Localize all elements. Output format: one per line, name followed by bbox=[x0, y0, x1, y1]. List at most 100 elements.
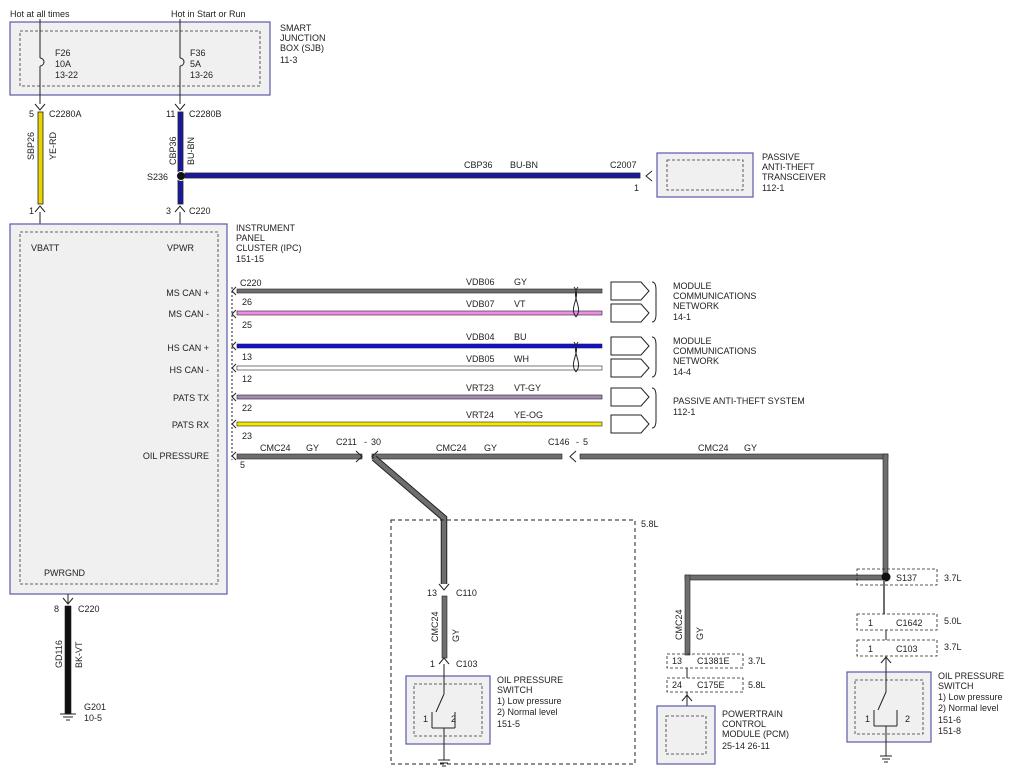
wire-right-link-1 bbox=[883, 580, 885, 614]
network-arrow-terminals bbox=[610, 281, 650, 434]
c103-right-box bbox=[856, 639, 938, 657]
sjb-title-line3: BOX (SJB) bbox=[280, 43, 324, 53]
c2280a-pin: 5 bbox=[29, 109, 34, 119]
wire-cbp36-vertical bbox=[177, 111, 184, 205]
ground-g201-ref: 10-5 bbox=[84, 713, 102, 723]
ipc-title-3: CLUSTER (IPC) bbox=[236, 243, 302, 253]
wire-cmc24-58-color: GY bbox=[451, 629, 461, 642]
ipc-pin-22: 22 bbox=[242, 403, 252, 413]
wire-vdb07-label: VDB07 bbox=[466, 299, 495, 309]
pcm-ref: 25-14 26-11 bbox=[722, 741, 770, 751]
fuse-f26-icon bbox=[39, 57, 45, 67]
c103-right-label: C103 bbox=[896, 644, 918, 654]
wire-sbp26-ye-rd bbox=[37, 111, 44, 205]
sjb-title-line2: JUNCTION bbox=[280, 33, 326, 43]
c2280a-connector-icon bbox=[34, 103, 46, 111]
c2007-pin: 1 bbox=[634, 183, 639, 193]
switch-37-note-2: 2) Normal level bbox=[938, 703, 999, 713]
wire-ye-rd-color: YE-RD bbox=[48, 131, 58, 160]
c110-label: C110 bbox=[456, 588, 477, 598]
wire-vrt24-color: YE-OG bbox=[514, 410, 543, 420]
switch-37-title-1: OIL PRESSURE bbox=[938, 671, 1004, 681]
ipc-c220-label: C220 bbox=[240, 278, 262, 288]
ground-c220-label: C220 bbox=[78, 604, 100, 614]
switch-58-ref: 151-5 bbox=[497, 719, 520, 729]
wire-vrt24-ye-og bbox=[236, 421, 603, 427]
pats-system-ref: 112-1 bbox=[673, 407, 695, 417]
c103-58-connector-icon bbox=[438, 657, 450, 665]
c211-connector-icon bbox=[355, 450, 363, 463]
splice-s236-label: S236 bbox=[147, 172, 168, 182]
oil-pressure-switch-58 bbox=[405, 675, 491, 745]
wire-sbp26-label: SBP26 bbox=[26, 132, 36, 160]
s137-box bbox=[856, 568, 938, 586]
pats-transceiver-ref: 112-1 bbox=[762, 183, 784, 193]
wire-vdb06-color: GY bbox=[514, 277, 527, 287]
sjb-title-ref: 11-3 bbox=[280, 55, 297, 65]
pats-system-title: PASSIVE ANTI-THEFT SYSTEM bbox=[673, 396, 805, 406]
c2007-connector-icon bbox=[645, 170, 653, 182]
wire-cmc24-58-branch bbox=[372, 456, 447, 584]
c175e-box bbox=[666, 677, 744, 693]
pcm-title-3: MODULE (PCM) bbox=[722, 729, 789, 739]
wire-bk-vt-color: BK-VT bbox=[74, 641, 84, 668]
wire-cmc24-right-color: GY bbox=[744, 443, 757, 453]
wire-vdb04-color: BU bbox=[514, 332, 527, 342]
pcm-title-2: CONTROL bbox=[722, 719, 766, 729]
ipc-pwrgnd-label: PWRGND bbox=[44, 568, 85, 578]
wire-cmc24-right-label: CMC24 bbox=[698, 443, 729, 453]
c211-label: C211 bbox=[336, 437, 357, 447]
wire-cmc24-mid-label: CMC24 bbox=[436, 443, 467, 453]
ipc-pin-13: 13 bbox=[242, 352, 252, 362]
wire-cmc24-ipc-label: CMC24 bbox=[260, 443, 291, 453]
wire-cmc24-ipc-segment bbox=[236, 453, 363, 460]
wire-vdb04-bu bbox=[236, 343, 603, 349]
mcn-hs-ref: 14-4 bbox=[673, 367, 691, 377]
ipc-c220-connector-icons bbox=[231, 286, 237, 461]
ipc-pin-12: 12 bbox=[242, 374, 252, 384]
ipc-title-2: PANEL bbox=[236, 233, 265, 243]
wire-vdb06-gy bbox=[236, 288, 603, 294]
ipc-vbatt-label: VBATT bbox=[31, 243, 60, 253]
wire-cmc24-mid-segment bbox=[371, 453, 563, 460]
ipc-pin-26: 26 bbox=[242, 297, 252, 307]
c103-right-engine: 3.7L bbox=[944, 642, 962, 652]
fuse-f26-rating: 10A bbox=[55, 59, 71, 69]
switch-37-ref-1: 151-6 bbox=[938, 715, 961, 725]
c2280b-label: C2280B bbox=[189, 109, 222, 119]
fuse-f36-icon bbox=[179, 57, 185, 67]
wire-vdb05-label: VDB05 bbox=[466, 354, 495, 364]
wire-vdb05-color: WH bbox=[514, 354, 529, 364]
wire-vrt23-vt-gy bbox=[236, 394, 603, 400]
splice-s137-label: S137 bbox=[896, 573, 917, 583]
ipc-ms-can-plus-label: MS CAN + bbox=[166, 288, 209, 298]
ipc-pin-23: 23 bbox=[242, 431, 252, 441]
c2007-label: C2007 bbox=[610, 160, 637, 170]
ground-g201-label: G201 bbox=[84, 702, 106, 712]
instrument-panel-cluster bbox=[9, 223, 228, 595]
c110-connector-icon bbox=[438, 583, 450, 591]
fuse-f26-ref: 13-22 bbox=[55, 70, 78, 80]
ipc-pin-3: 3 bbox=[166, 206, 171, 216]
wire-cmc24-58-branch-outline bbox=[371, 455, 448, 584]
wire-cbp36-vertical-label: CBP36 bbox=[168, 136, 178, 165]
wire-cmc24-58-vertical bbox=[441, 595, 448, 659]
wire-bu-bn-color: BU-BN bbox=[510, 160, 538, 170]
wire-cmc24-right-vertical bbox=[882, 453, 889, 577]
c175e-label: C175E bbox=[697, 680, 725, 690]
c146-dash: - bbox=[576, 437, 579, 447]
mcn-hs-title-1: MODULE bbox=[673, 336, 712, 346]
smart-junction-box bbox=[9, 21, 271, 96]
ipc-pin-25: 25 bbox=[242, 320, 252, 330]
c1642-engine: 5.0L bbox=[944, 616, 962, 626]
ipc-pats-rx-label: PATS RX bbox=[172, 420, 209, 430]
pcm-title-1: POWERTRAIN bbox=[722, 709, 783, 719]
c175e-pin: 24 bbox=[672, 680, 682, 690]
pats-transceiver-title-3: TRANSCEIVER bbox=[762, 172, 827, 182]
pats-transceiver-title-2: ANTI-THEFT bbox=[762, 162, 815, 172]
c2280b-pin: 11 bbox=[166, 109, 175, 119]
wire-vdb07-color: VT bbox=[514, 299, 526, 309]
ipc-pats-tx-label: PATS TX bbox=[173, 393, 209, 403]
ground-c220-pin: 8 bbox=[54, 604, 59, 614]
